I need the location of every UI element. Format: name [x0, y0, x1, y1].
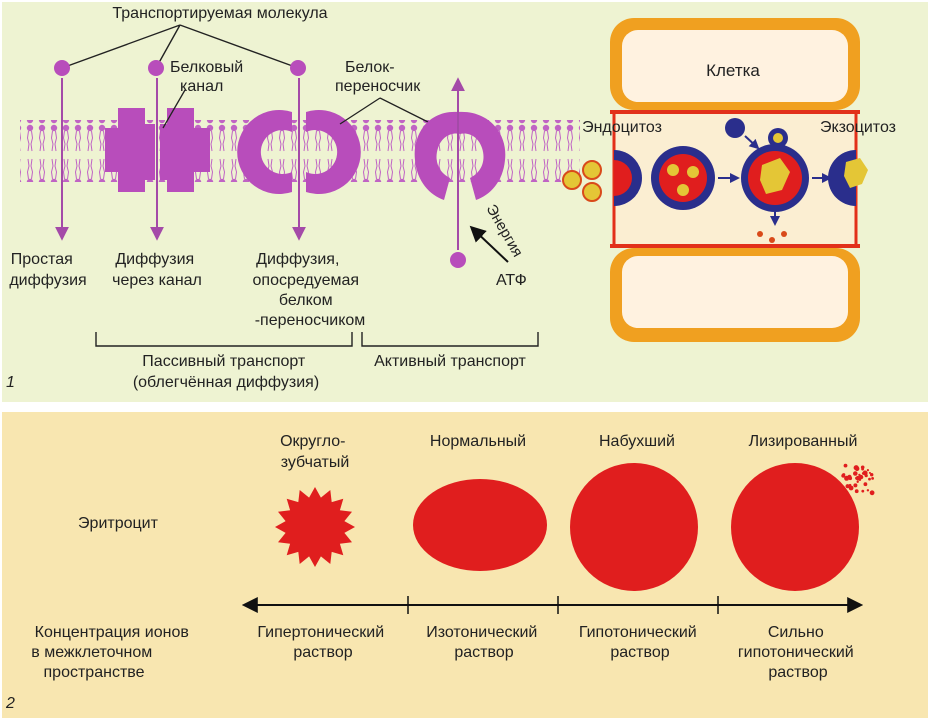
normal-erythrocyte — [413, 479, 547, 571]
particle — [677, 184, 689, 196]
molecule-dot — [450, 252, 466, 268]
lysis-fragment — [868, 477, 871, 481]
lysis-fragment — [844, 491, 847, 495]
lysis-fragment — [866, 489, 870, 492]
carrier-protein-left — [237, 110, 292, 194]
state-name-lysed: Лизированный — [749, 433, 858, 450]
carrier-diffusion-label: Диффузия, опосредуемая белком -переносчи… — [253, 251, 366, 329]
channel-diffusion-label: Диффузия через канал — [112, 251, 202, 289]
lysis-fragment — [855, 476, 858, 480]
protein-channel-left — [105, 108, 155, 192]
molecule-label: Транспортируемая молекула — [112, 5, 327, 22]
active-transport-label: Активный транспорт — [374, 353, 526, 370]
molecule-dot — [290, 60, 306, 76]
digested-cargo — [760, 158, 790, 194]
lysis-fragment — [853, 483, 858, 488]
carrier-protein-right — [306, 110, 361, 194]
lysis-fragment — [847, 474, 852, 479]
passive-bracket — [95, 332, 353, 347]
solution-hypertonic: Гипертонический раствор — [257, 624, 388, 661]
lysis-fragment — [854, 489, 859, 494]
particle — [562, 170, 582, 190]
particle — [582, 182, 602, 202]
lysosome-arrow — [744, 135, 760, 150]
lysis-fragment — [861, 467, 864, 471]
exocytosis-cargo — [844, 158, 868, 188]
lysis-fragment — [853, 471, 858, 476]
lysis-fragment — [845, 484, 850, 489]
passive-transport-label: Пассивный транспорт (облегчённая диффузи… — [133, 353, 319, 391]
lysis-fragment — [863, 482, 868, 487]
molecule-dot — [54, 60, 70, 76]
molecule-leader-lines — [61, 24, 299, 69]
lysosome — [725, 118, 745, 138]
residue-dot — [769, 237, 775, 243]
endocytosis-label: Эндоцитоз — [582, 119, 662, 136]
atp-label: АТФ — [496, 272, 527, 289]
lysis-fragment — [868, 471, 871, 474]
cell-label: Клетка — [706, 61, 760, 80]
lysis-fragment — [861, 489, 865, 493]
swollen-erythrocyte — [570, 463, 698, 591]
state-name-normal: Нормальный — [430, 433, 526, 450]
lysis-fragment — [871, 477, 874, 480]
carrier-leader-lines — [339, 97, 433, 125]
residue-dot — [757, 231, 763, 237]
lysis-fragment — [856, 480, 859, 483]
lysis-fragment — [854, 466, 860, 472]
panel-1-number: 1 — [6, 374, 15, 391]
carrier-label: Белок- переносчик — [335, 59, 421, 95]
lysis-fragment — [848, 485, 854, 491]
cell-lower-inner — [622, 256, 848, 328]
lysis-fragment — [862, 470, 868, 476]
exocytosis-label: Экзоцитоз — [820, 119, 896, 136]
molecule-dot — [148, 60, 164, 76]
residue-dot — [781, 231, 787, 237]
channel-label: Белковый канал — [170, 59, 248, 95]
cell-upper-inner — [622, 30, 848, 102]
invagination-lumen — [614, 160, 632, 196]
small-vesicle-core — [773, 133, 783, 143]
active-bracket — [361, 332, 539, 347]
solution-strongly-hypotonic: Сильно гипотонический раствор — [738, 624, 858, 681]
lysis-fragments — [841, 463, 875, 496]
solution-isotonic: Изотонический раствор — [426, 624, 542, 661]
cell-illustration — [562, 18, 868, 342]
simple-diffusion-label: Простая диффузия — [9, 251, 86, 289]
particle — [582, 160, 602, 180]
lysis-fragment — [870, 473, 874, 477]
lysis-fragment — [869, 490, 875, 496]
channel-leader-line — [162, 89, 186, 129]
panel-2-number: 2 — [5, 695, 15, 712]
lysed-erythrocyte — [731, 463, 859, 591]
particle — [667, 164, 679, 176]
state-name-crenated: Округло- зубчатый — [280, 433, 350, 471]
active-carrier-protein — [414, 111, 506, 200]
concentration-label: Концентрация ионов в межклеточном простр… — [31, 624, 193, 681]
energy-arrow — [469, 225, 509, 263]
erythrocyte-label: Эритроцит — [78, 515, 159, 532]
solution-hypotonic: Гипотонический раствор — [579, 624, 701, 661]
particle — [687, 166, 699, 178]
lysis-fragment — [843, 463, 848, 468]
protein-channel-right — [160, 108, 210, 192]
crenated-erythrocyte — [275, 487, 355, 567]
state-name-swollen: Набухший — [599, 433, 675, 450]
lysis-fragment — [866, 469, 870, 472]
lysis-fragment — [841, 473, 846, 478]
